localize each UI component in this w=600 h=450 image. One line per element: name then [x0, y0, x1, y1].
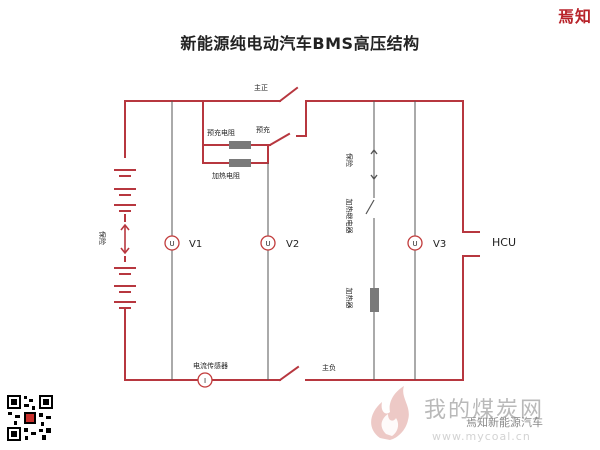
watermark-url: www.mycoal.cn	[432, 430, 531, 443]
heater-element	[370, 288, 379, 312]
current-sensor-meter	[197, 372, 213, 388]
precharge-resistor	[229, 141, 251, 149]
heating-relay-switch	[365, 198, 380, 218]
heating-resistor	[229, 159, 251, 167]
v1-symbol: U	[169, 240, 174, 248]
main-positive-switch	[278, 86, 299, 103]
v1-label: V1	[189, 239, 202, 250]
qr-code-icon	[6, 394, 54, 442]
voltmeter-v2	[260, 235, 276, 251]
precharge-label: 预充	[256, 125, 270, 134]
v2-label: V2	[286, 239, 299, 250]
current-symbol: I	[204, 377, 206, 385]
current-sensor-label: 电流传感器	[193, 361, 228, 370]
fuse-left-label: 保险	[98, 231, 107, 245]
brand-logo: 焉知	[557, 7, 592, 26]
v3-label: V3	[433, 239, 446, 250]
watermark-main: 我的煤炭网	[424, 398, 545, 423]
main-negative-switch	[278, 365, 300, 382]
voltmeter-v1	[164, 235, 180, 251]
heating-resistor-label: 加热电阻	[212, 171, 240, 180]
fuse-right-label: 保险	[345, 153, 354, 167]
main-negative-label: 主负	[322, 363, 336, 372]
heating-relay-label: 加热继电器	[345, 199, 354, 234]
v2-symbol: U	[265, 240, 270, 248]
v3-symbol: U	[412, 240, 417, 248]
precharge-resistor-label: 预充电阻	[207, 128, 235, 137]
precharge-switch	[268, 132, 291, 147]
fuse-right-arrows	[370, 148, 378, 181]
main-positive-label: 主正	[254, 83, 268, 92]
hcu-label: HCU	[492, 236, 516, 249]
page-title: 新能源纯电动汽车BMS高压结构	[180, 34, 420, 53]
flame-logo-icon	[371, 386, 409, 440]
heater-label: 加热器	[345, 288, 354, 309]
watermark-sub: 焉知新能源汽车	[466, 416, 543, 429]
voltmeter-v3	[407, 235, 423, 251]
fuse-left-arrows	[118, 222, 132, 256]
battery-pack	[114, 158, 136, 309]
